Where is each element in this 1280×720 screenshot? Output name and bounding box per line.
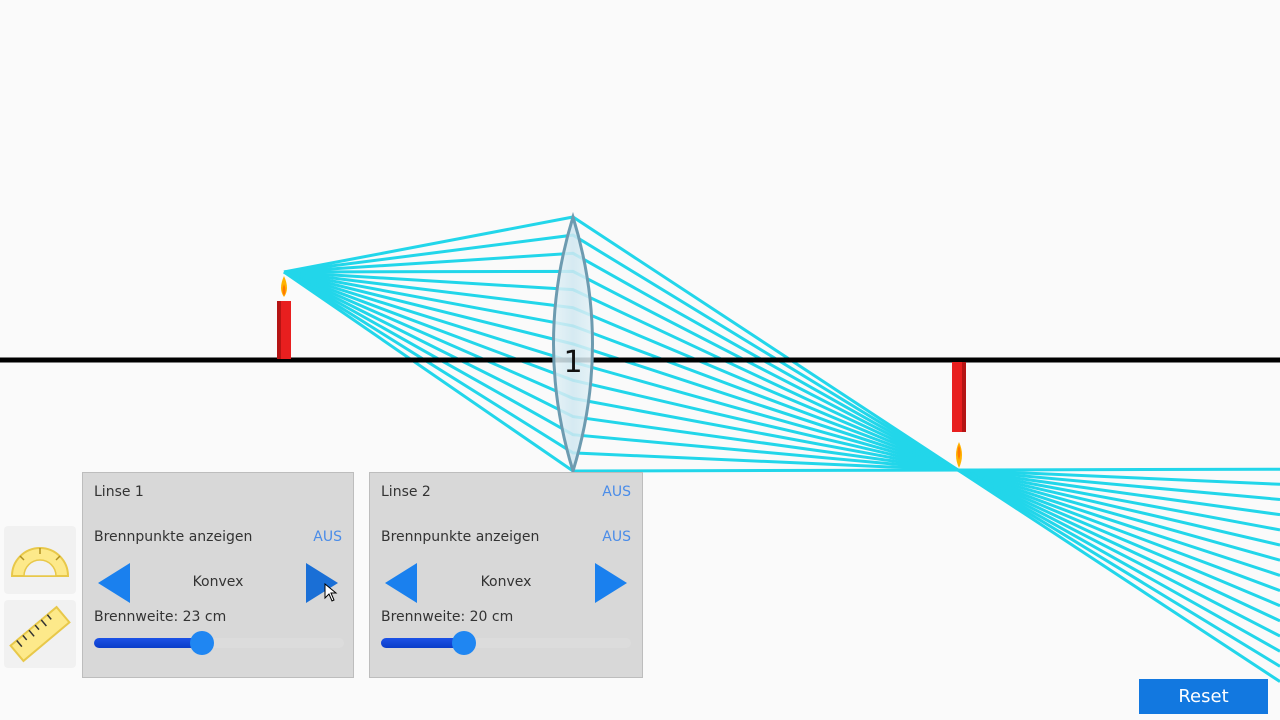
- lens-2-next-type-button[interactable]: [593, 561, 629, 605]
- lens-2-focal-length-label: Brennweite: 20 cm: [381, 609, 514, 625]
- lens-1-marker: 1: [563, 345, 582, 380]
- lens-2-title: Linse 2: [381, 484, 431, 500]
- lens-2-prev-type-button[interactable]: [383, 561, 419, 605]
- lens-1-focal-length-slider[interactable]: [94, 631, 344, 655]
- lens-1-type: Konvex: [192, 574, 244, 590]
- ruler-tool[interactable]: [4, 600, 76, 668]
- lens-1-title: Linse 1: [94, 484, 144, 500]
- object-candle[interactable]: [277, 276, 291, 359]
- slider-thumb[interactable]: [451, 631, 476, 655]
- mouse-cursor-icon: [324, 583, 338, 602]
- lens-1-prev-type-button[interactable]: [96, 561, 132, 605]
- slider-fill: [94, 638, 202, 648]
- lens-1-focal-length-label: Brennweite: 23 cm: [94, 609, 227, 625]
- protractor-tool[interactable]: [4, 526, 76, 594]
- lens-1-focal-points-toggle[interactable]: AUS: [313, 529, 342, 545]
- lens-2-focal-points-toggle[interactable]: AUS: [602, 529, 631, 545]
- ruler-icon: [9, 605, 71, 663]
- lens-2-toggle[interactable]: AUS: [602, 484, 631, 500]
- lens-2-panel: Linse 2 AUS Brennpunkte anzeigen AUS Kon…: [369, 472, 643, 678]
- lens-2-type: Konvex: [480, 574, 532, 590]
- lens-2-focal-points-label: Brennpunkte anzeigen: [381, 529, 540, 545]
- slider-fill: [381, 638, 464, 648]
- image-candle: [952, 362, 966, 468]
- lens-2-focal-length-slider[interactable]: [381, 631, 631, 655]
- lens-1-panel: Linse 1 Brennpunkte anzeigen AUS Konvex …: [82, 472, 354, 678]
- protractor-icon: [10, 547, 70, 577]
- light-ray: [283, 270, 1280, 501]
- slider-thumb[interactable]: [189, 631, 214, 655]
- convex-lens-1[interactable]: 1: [552, 211, 594, 477]
- lens-1-next-type-button[interactable]: [304, 561, 340, 605]
- lens-1-focal-points-label: Brennpunkte anzeigen: [94, 529, 253, 545]
- reset-button[interactable]: Reset: [1139, 679, 1268, 714]
